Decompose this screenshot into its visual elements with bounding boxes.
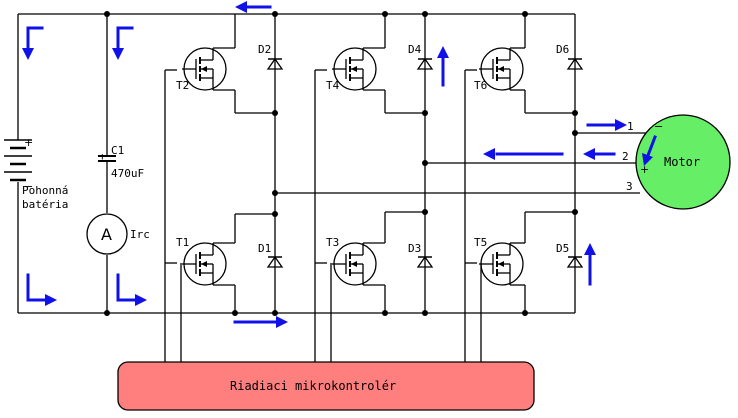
motor-minus: − <box>654 120 663 133</box>
label-t5: T5 <box>474 236 487 249</box>
corner-arrow-top-left-icon <box>26 26 44 54</box>
controller-label: Riadiaci mikrokontrolér <box>230 379 396 393</box>
capacitor-plus: + <box>99 150 106 163</box>
current-arrows <box>26 5 657 324</box>
capacitor-symbol <box>98 155 116 162</box>
mosfet-drain-links <box>213 47 525 286</box>
arrow-heads <box>22 1 653 328</box>
motor-label: Motor <box>664 155 700 169</box>
label-t4: T4 <box>326 79 340 92</box>
ammeter-label: Irc <box>130 228 150 241</box>
arrow-motor-icon <box>645 135 657 160</box>
label-d5: D5 <box>556 242 569 255</box>
junction-dots <box>104 11 578 316</box>
motor-terminal-3: 3 <box>626 180 633 193</box>
corner-arrow-bottom-left-icon <box>26 273 50 302</box>
label-t6: T6 <box>474 79 487 92</box>
label-t1: T1 <box>176 236 189 249</box>
battery-label-line2: batéria <box>22 198 68 211</box>
ammeter <box>86 213 128 255</box>
wiring <box>17 13 650 362</box>
label-d3: D3 <box>408 242 421 255</box>
label-d6: D6 <box>556 43 569 56</box>
motor-plus: + <box>640 163 649 176</box>
battery-minus: − <box>24 180 33 193</box>
label-d4: D4 <box>408 43 422 56</box>
motor <box>635 114 731 210</box>
motor-terminal-1: 1 <box>627 120 634 133</box>
capacitor-value: 470uF <box>111 167 144 180</box>
mosfet-t5 <box>478 242 524 286</box>
label-t3: T3 <box>326 236 339 249</box>
mosfet-t3 <box>331 242 377 286</box>
motor-terminal-2: 2 <box>622 150 629 163</box>
label-d2: D2 <box>258 43 271 56</box>
corner-arrow-top-cap-icon <box>116 26 134 54</box>
battery-symbol <box>4 139 32 182</box>
corner-arrow-bottom-cap-icon <box>116 273 140 302</box>
controller-block <box>117 361 535 411</box>
label-t2: T2 <box>176 79 189 92</box>
battery-label-line1: Pohonná <box>22 184 68 197</box>
label-d1: D1 <box>258 242 271 255</box>
mosfet-t1 <box>181 242 227 286</box>
battery-plus: + <box>24 136 33 149</box>
ammeter-symbol: A <box>101 225 112 244</box>
capacitor-name: C1 <box>111 144 124 157</box>
